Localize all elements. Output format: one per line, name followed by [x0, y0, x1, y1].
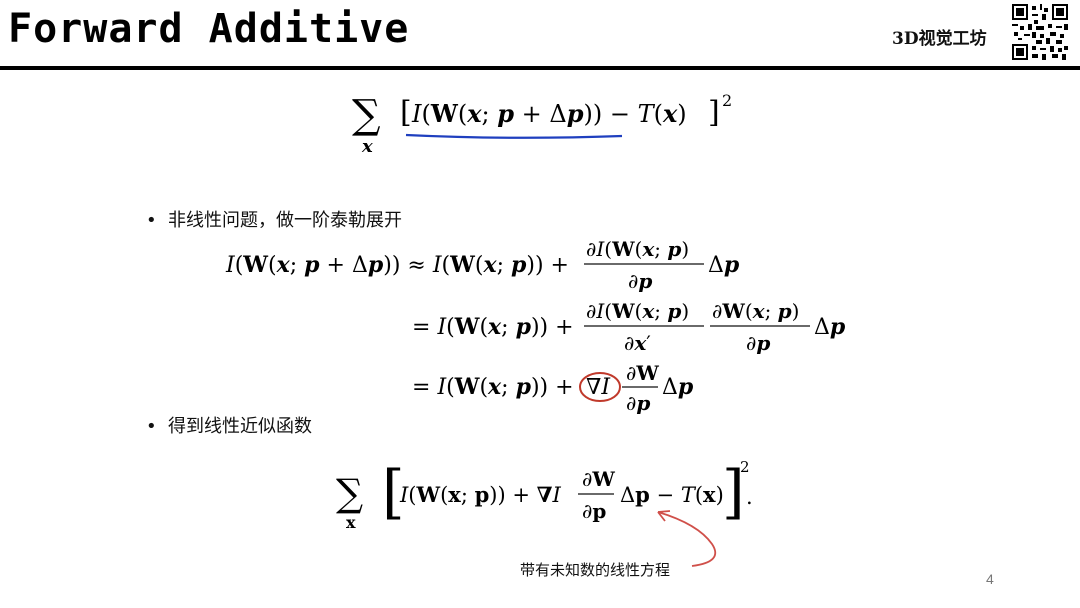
- svg-text:]: ]: [722, 458, 745, 526]
- linearized-cost-equation: ∑ x [ I(W(x; p)) + ∇I ∂W ∂p Δp − T(x) ] …: [336, 458, 753, 532]
- svg-text:∑: ∑: [352, 92, 381, 138]
- svg-text:I(W(x; p + Δp)) ≈ I(W(x; p)) +: I(W(x; p + Δp)) ≈ I(W(x; p)) +: [225, 252, 569, 278]
- bullet-taylor-text: 非线性问题，做一阶泰勒展开: [168, 210, 402, 231]
- svg-text:∇I: ∇I: [586, 375, 611, 400]
- svg-text:∂p: ∂p: [582, 499, 606, 523]
- svg-text:∂I(W(x; p): ∂I(W(x; p): [586, 237, 689, 261]
- svg-text:[: [: [400, 95, 412, 130]
- header-rule: [0, 66, 1080, 70]
- svg-text:x: x: [361, 136, 373, 157]
- svg-text:I(W(x; p)) + ∇I: I(W(x; p)) + ∇I: [399, 482, 561, 507]
- svg-text:∂p: ∂p: [628, 269, 652, 293]
- page-number: 4: [986, 571, 994, 587]
- svg-text:= I(W(x; p)) +: = I(W(x; p)) +: [412, 314, 574, 340]
- svg-text:2: 2: [722, 91, 732, 110]
- svg-text:∂p: ∂p: [746, 331, 770, 355]
- svg-text:∂W(x; p): ∂W(x; p): [712, 299, 799, 323]
- taylor-expansion-equations: I(W(x; p + Δp)) ≈ I(W(x; p)) + ∂I(W(x; p…: [225, 237, 846, 415]
- svg-text:]: ]: [708, 95, 720, 130]
- svg-text:.: .: [746, 485, 753, 509]
- svg-text:Δp: Δp: [662, 374, 694, 400]
- bullet-linear-text: 得到线性近似函数: [168, 416, 312, 437]
- annotation-arrow: [657, 510, 717, 567]
- svg-text:∂W: ∂W: [582, 467, 615, 491]
- bullet-taylor: •非线性问题，做一阶泰勒展开: [146, 210, 402, 231]
- svg-text:∂x′: ∂x′: [624, 331, 651, 355]
- svg-text:Δp: Δp: [814, 314, 846, 340]
- svg-text:∑: ∑: [336, 471, 363, 515]
- svg-text:∂I(W(x; p): ∂I(W(x; p): [586, 299, 689, 323]
- qr-code-icon: [1012, 4, 1068, 60]
- underline-mark: [405, 133, 623, 139]
- brand-label: 3D视觉工坊: [892, 29, 987, 49]
- svg-text:Δp: Δp: [708, 252, 740, 278]
- svg-text:∂p: ∂p: [626, 391, 650, 415]
- gradient-circle-mark: [579, 372, 621, 402]
- annotation-note: 带有未知数的线性方程: [520, 561, 671, 579]
- bullet-linear: •得到线性近似函数: [146, 416, 312, 437]
- svg-text:I(W(x; p + Δp)) − T(x): I(W(x; p + Δp)) − T(x): [411, 99, 687, 128]
- svg-text:∂W: ∂W: [626, 361, 659, 385]
- slide-title: Forward Additive: [8, 6, 410, 52]
- svg-text:x: x: [346, 513, 356, 532]
- svg-text:2: 2: [740, 458, 750, 476]
- svg-text:Δp − T(x): Δp − T(x): [620, 482, 724, 507]
- cost-function-equation: ∑ x [ I(W(x; p + Δp)) − T(x) ] 2: [352, 91, 732, 157]
- svg-text:[: [: [382, 458, 405, 526]
- svg-text:= I(W(x; p)) +: = I(W(x; p)) +: [412, 374, 574, 400]
